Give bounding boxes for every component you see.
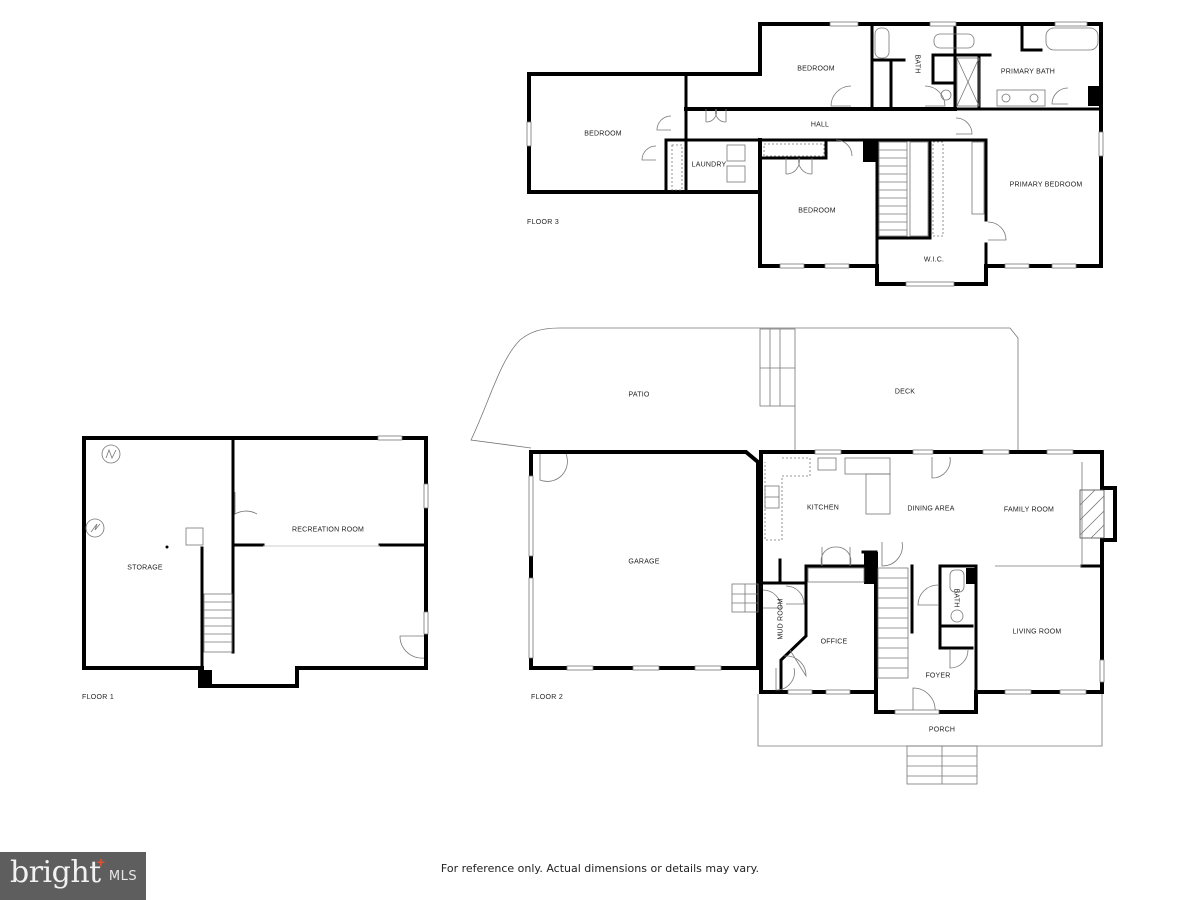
- room-label-wic: W.I.C.: [923, 256, 945, 264]
- room-label-family-room: FAMILY ROOM: [1003, 506, 1055, 514]
- floor-2-label: FLOOR 2: [531, 694, 564, 701]
- disclaimer-text: For reference only. Actual dimensions or…: [440, 862, 760, 875]
- floor-3-label: FLOOR 3: [527, 219, 560, 226]
- room-label-office: OFFICE: [820, 638, 848, 646]
- room-label-bedroom-south: BEDROOM: [798, 207, 836, 215]
- floor-1-fixtures: [85, 435, 429, 688]
- floor-1-walls: [82, 436, 428, 688]
- room-label-laundry: LAUNDRY: [691, 161, 727, 169]
- room-label-hall: HALL: [810, 121, 830, 129]
- room-label-bath-floor2: BATH: [952, 588, 960, 608]
- room-label-living-room: LIVING ROOM: [1012, 628, 1062, 636]
- floor-2-fixtures: [528, 449, 1105, 715]
- room-label-mud-room: MUD ROOM: [777, 598, 785, 640]
- room-label-storage: STORAGE: [127, 564, 163, 572]
- room-label-patio: PATIO: [628, 391, 650, 399]
- room-label-deck: DECK: [894, 388, 916, 396]
- floor-3-fixtures: [526, 21, 1104, 287]
- room-label-bedroom-north: BEDROOM: [797, 65, 835, 73]
- room-label-kitchen: KITCHEN: [806, 504, 840, 512]
- room-label-primary-bath: PRIMARY BATH: [1000, 68, 1056, 76]
- bright-mls-logo: bright+MLS: [0, 852, 146, 900]
- floor-3-plan: [527, 22, 1103, 286]
- floor-2-outdoor: [470, 327, 1103, 785]
- room-label-bath-floor3: BATH: [913, 54, 921, 74]
- room-label-garage: GARAGE: [628, 558, 660, 566]
- room-label-recreation-room: RECREATION ROOM: [291, 526, 365, 534]
- room-label-foyer: FOYER: [925, 672, 951, 680]
- logo-wordmark: bright: [10, 855, 101, 890]
- logo-suffix: MLS: [108, 868, 138, 884]
- room-label-primary-bedroom: PRIMARY BEDROOM: [1009, 181, 1083, 189]
- logo-plus-icon: +: [96, 854, 105, 870]
- room-label-porch: PORCH: [928, 726, 956, 734]
- floor-1-label: FLOOR 1: [82, 694, 115, 701]
- room-label-bedroom-west: BEDROOM: [584, 130, 622, 138]
- room-label-dining-area: DINING AREA: [907, 505, 955, 513]
